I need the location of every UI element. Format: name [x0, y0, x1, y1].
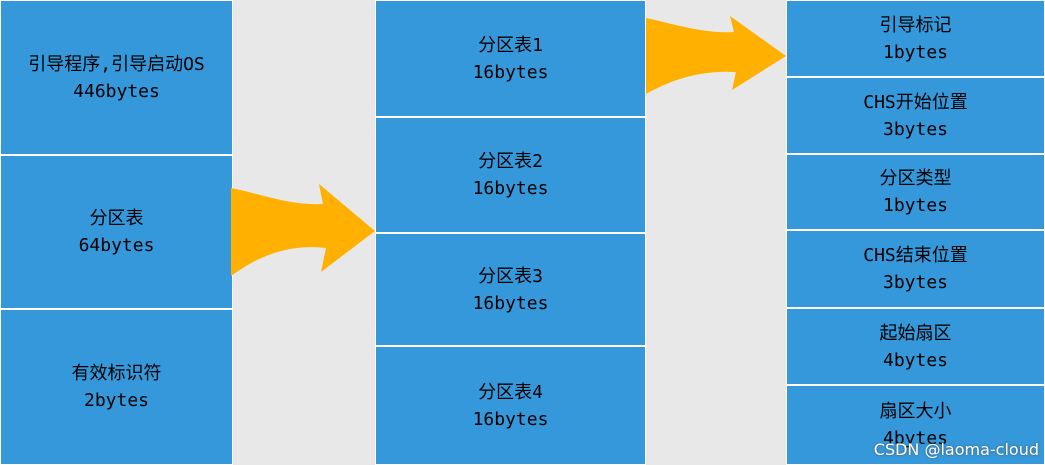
mbr-partition-table-block: 分区表 64bytes: [0, 155, 233, 309]
field-sector-count: 扇区大小 4bytes: [786, 385, 1045, 465]
partition-table-3: 分区表3 16bytes: [375, 233, 646, 346]
mbr-boot-code-block: 引导程序,引导启动OS 446bytes: [0, 0, 233, 155]
mbr-signature-title: 有效标识符: [71, 363, 162, 384]
field-sector-count-size: 4bytes: [882, 428, 949, 449]
field-chs-start-size: 3bytes: [882, 118, 949, 140]
mbr-boot-code-size: 446bytes: [73, 80, 160, 102]
mbr-signature-block: 有效标识符 2bytes: [0, 309, 233, 465]
partition-table-2-title: 分区表2: [478, 151, 543, 172]
field-start-sector-title: 起始扇区: [879, 322, 952, 344]
field-chs-end: CHS结束位置 3bytes: [786, 230, 1045, 308]
partition-table-1-size: 16bytes: [472, 61, 549, 83]
field-start-sector: 起始扇区 4bytes: [786, 308, 1045, 385]
arrow-mbr-to-partitions: [231, 184, 375, 276]
arrow-partition-to-fields: [646, 16, 786, 94]
field-start-sector-size: 4bytes: [882, 349, 949, 371]
field-chs-end-size: 3bytes: [882, 272, 949, 293]
partition-table-3-title: 分区表3: [478, 265, 543, 287]
field-chs-start: CHS开始位置 3bytes: [786, 77, 1045, 154]
partition-table-1-title: 分区表1: [478, 34, 543, 56]
partition-table-4-size: 16bytes: [472, 408, 549, 430]
field-sector-count-title: 扇区大小: [879, 401, 952, 422]
watermark-text: CSDN @laoma-cloud: [873, 440, 1039, 459]
field-chs-start-title: CHS开始位置: [863, 91, 968, 113]
field-partition-type-title: 分区类型: [879, 168, 952, 189]
field-chs-end-title: CHS结束位置: [863, 245, 968, 266]
partition-table-3-size: 16bytes: [472, 292, 549, 314]
partition-table-1: 分区表1 16bytes: [375, 0, 646, 117]
field-boot-flag-size: 1bytes: [882, 41, 949, 63]
field-boot-flag-title: 引导标记: [879, 14, 952, 36]
mbr-signature-size: 2bytes: [83, 390, 150, 411]
mbr-partition-table-title: 分区表: [89, 208, 144, 229]
mbr-boot-code-title: 引导程序,引导启动OS: [28, 53, 205, 75]
field-partition-type: 分区类型 1bytes: [786, 154, 1045, 230]
partition-table-4: 分区表4 16bytes: [375, 346, 646, 465]
mbr-partition-table-size: 64bytes: [78, 235, 155, 256]
partition-table-2-size: 16bytes: [472, 178, 549, 199]
partition-table-4-title: 分区表4: [478, 381, 543, 403]
field-boot-flag: 引导标记 1bytes: [786, 0, 1045, 77]
partition-table-2: 分区表2 16bytes: [375, 117, 646, 233]
field-partition-type-size: 1bytes: [882, 195, 949, 216]
